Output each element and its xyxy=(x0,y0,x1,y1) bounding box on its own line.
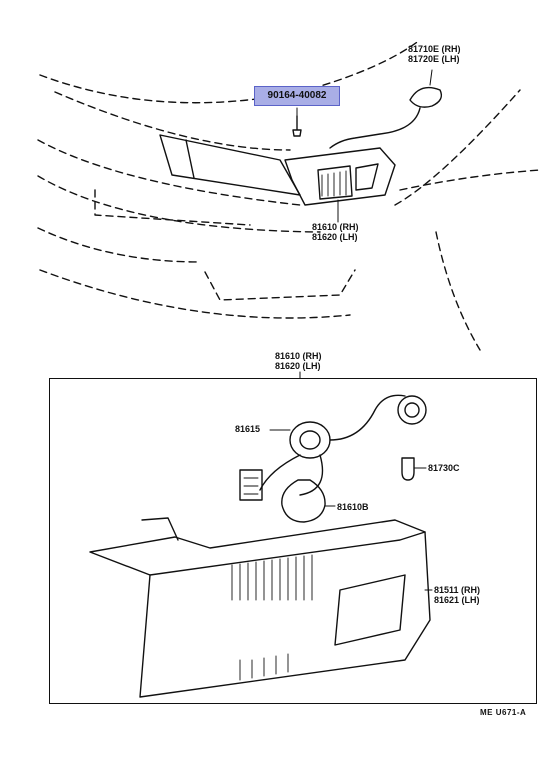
connector xyxy=(239,469,263,501)
foglamp-recess xyxy=(204,269,356,301)
screw xyxy=(292,115,302,137)
lens-housing xyxy=(89,519,431,698)
hood-edge xyxy=(54,91,291,151)
corner-lamp-on-car xyxy=(284,147,396,206)
lens-amber-section xyxy=(334,574,406,646)
drawing-code: ME U671-A xyxy=(480,708,527,717)
part-label-81730c[interactable]: 81730C xyxy=(428,463,460,473)
bulb-81730c xyxy=(401,457,415,481)
hood-outline xyxy=(39,39,421,104)
part-label-81720e-lh: 81720E (LH) xyxy=(408,54,460,64)
part-label-81620-top-lh: 81620 (LH) xyxy=(312,232,358,242)
socket-right xyxy=(397,395,427,425)
fender-lower xyxy=(435,231,481,351)
part-label-81621-lh: 81621 (LH) xyxy=(434,595,480,605)
headlamp-divider xyxy=(185,139,195,179)
part-label-81615[interactable]: 81615 xyxy=(235,424,261,434)
part-label-81610-top-rh: 81610 (RH) xyxy=(312,222,359,232)
part-label-81511-rh: 81511 (RH) xyxy=(434,585,481,595)
part-label-81511[interactable]: 81511 (RH) 81621 (LH) xyxy=(434,585,480,605)
bumper-line-upper xyxy=(37,139,301,206)
side-line xyxy=(399,169,541,191)
part-label-81610-box[interactable]: 81610 (RH) 81620 (LH) xyxy=(275,351,322,371)
exploded-view-frame xyxy=(49,378,537,704)
side-marker-lamp xyxy=(409,86,443,108)
part-label-90164-40082[interactable]: 90164-40082 xyxy=(254,86,340,106)
part-label-81610b[interactable]: 81610B xyxy=(337,502,369,512)
headlamp-outline xyxy=(159,134,301,196)
part-label-81710e[interactable]: 81710E (RH) 81720E (LH) xyxy=(408,44,461,64)
fender-arc xyxy=(394,89,521,206)
bumper-bottom xyxy=(39,269,351,319)
part-label-81710e-rh: 81710E (RH) xyxy=(408,44,461,54)
bulb-81610b xyxy=(281,479,326,523)
bumper-line-mid xyxy=(37,175,321,233)
grille-box xyxy=(94,189,251,226)
part-label-81610-box-rh: 81610 (RH) xyxy=(275,351,322,361)
side-marker-wire xyxy=(329,107,421,149)
bumper-line-lower xyxy=(37,227,201,263)
part-label-81610-top[interactable]: 81610 (RH) 81620 (LH) xyxy=(312,222,359,242)
part-label-81620-box-lh: 81620 (LH) xyxy=(275,361,321,371)
